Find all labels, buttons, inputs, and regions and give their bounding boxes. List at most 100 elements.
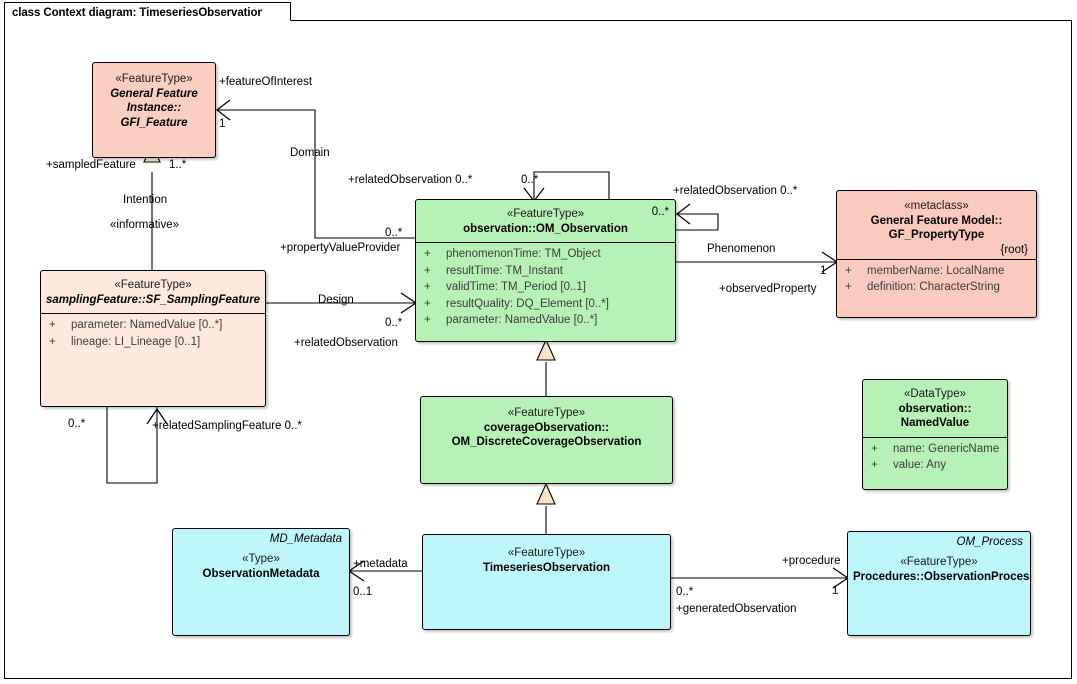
class-namedvalue[interactable]: «DataType» observation:: NamedValue +nam… [862,379,1008,490]
edge-stereotype-informative: «informative» [110,219,180,231]
class-gf-propertytype[interactable]: «metaclass» General Feature Model:: GF_P… [836,190,1037,318]
class-sf-samplingfeature-attributes: + parameter: NamedValue [0..*] +lineage: … [41,313,265,354]
class-gfi-feature[interactable]: «FeatureType» General Feature Instance::… [92,62,216,158]
edge-label-design: Design [318,294,354,306]
class-gf-propertytype-attributes: + memberName: LocalName + definition: Char… [837,258,1036,300]
edge-multiplicity-generatedobservation: 0..* [676,586,694,598]
class-observationprocess-stereotype: «FeatureType» [900,556,978,568]
diagram-frame-title-tab: class Context diagram: TimeseriesObserva… [4,2,292,22]
class-timeseriesobservation-stereotype: «FeatureType» [507,547,586,559]
edge-multiplicity-propertyvalueprovider: 0..* [385,227,403,239]
attribute-visibility: + [871,442,878,455]
attribute-text: value: Any [893,459,947,471]
class-observationprocess[interactable]: OM_Process «FeatureType» Procedures::Obs… [847,531,1031,636]
class-om-discretecoverageobservation-name-line1: coverageObservation:: [483,421,610,434]
edge-label-metadata: +metadata [353,558,408,570]
class-gfi-feature-name-line2: Instance:: [126,102,182,114]
attribute-text: parameter: NamedValue [0..*] [446,314,598,326]
attribute-text: resultTime: TM_Instant [446,264,563,277]
attribute-text: validTime: TM_Period [0..1] [446,281,586,293]
edge-label-phenomenon: Phenomenon [707,243,776,255]
class-timeseriesobservation[interactable]: «FeatureType» TimeseriesObservation [422,534,671,630]
class-om-observation[interactable]: 0..* «FeatureType» observation::OM_Obser… [415,199,676,342]
edge-label-intention: Intention [123,194,168,206]
attribute-row: + resultQuality: DQ_Element [0..*] [416,296,675,313]
attribute-visibility: + [424,281,431,293]
attribute-row: + definition: CharacterString [837,279,1036,296]
attribute-row: + validTime: TM_Period [0..1] [416,279,675,296]
edge-multiplicity-featureofinterest: 1 [219,118,226,130]
class-sf-samplingfeature-name: samplingFeature::SF_SamplingFeature [46,293,261,306]
class-observationprocess-namespace: OM_Process [956,536,1023,548]
attribute-visibility: + [49,319,56,331]
edge-multiplicity-design: 0..* [385,317,403,329]
class-sf-samplingfeature-stereotype: «FeatureType» [114,279,192,291]
edge-label-generatedobservation: +generatedObservation [676,603,797,615]
class-sf-samplingfeature[interactable]: «FeatureType» samplingFeature::SF_Sampli… [40,270,266,407]
edge-label-propertyvalueprovider: +propertyValueProvider [280,242,401,254]
class-om-discretecoverageobservation-name-line2: OM_DiscreteCoverageObservation [451,436,642,448]
class-gf-propertytype-root-tag: {root} [1000,243,1029,256]
class-namedvalue-name-line1: observation:: [898,402,972,415]
attribute-text: phenomenonTime: TM_Object [446,248,601,260]
attribute-visibility: + [424,264,431,277]
class-observationmetadata-name: ObservationMetadata [202,567,320,580]
class-gfi-feature-stereotype: «FeatureType» [115,73,193,85]
attribute-visibility: + [49,335,56,348]
edge-label-sampledfeature: +sampledFeature [46,159,136,171]
class-om-discretecoverageobservation[interactable]: «FeatureType» coverageObservation:: OM_D… [420,396,673,484]
edge-label-relatedobservation-left: +relatedObservation 0..* [348,174,473,186]
edge-label-relatedobservation-right: +relatedObservation 0..* [673,185,798,197]
class-om-observation-name: observation::OM_Observation [463,222,628,235]
edge-label-relatedobservation-design: +relatedObservation [294,337,398,349]
class-observationmetadata-namespace: MD_Metadata [269,533,342,545]
attribute-visibility: + [424,297,431,310]
attribute-text: definition: CharacterString [867,281,1000,293]
attribute-row: + phenomenonTime: TM_Object [416,246,675,263]
attribute-row: + resultTime: TM_Instant [416,263,675,280]
class-om-discretecoverageobservation-stereotype: «FeatureType» [507,407,586,419]
diagram-frame-title-corner [262,2,292,23]
attribute-visibility: + [845,281,852,293]
class-timeseriesobservation-name: TimeseriesObservation [483,561,610,574]
attribute-row: + parameter: NamedValue [0..*] [416,312,675,329]
class-om-observation-stereotype: «FeatureType» [506,208,585,220]
attribute-visibility: + [871,459,878,471]
class-namedvalue-name-line2: NamedValue [900,417,970,429]
edge-multiplicity-samplingself: 0..* [68,418,86,430]
attribute-visibility: + [424,248,431,260]
edge-label-featureofinterest: +featureOfInterest [219,76,313,88]
edge-multiplicity-sampledfeature: 1..* [169,159,187,171]
edge-multiplicity-selfassoc-top: 0..* [521,174,539,186]
edge-label-domain: Domain [290,147,330,159]
edge-label-procedure: +procedure [782,555,841,567]
attribute-text: resultQuality: DQ_Element [0..*] [446,297,609,310]
class-observationprocess-name: Procedures::ObservationProcess [853,570,1031,583]
attribute-text: memberName: LocalName [867,264,1005,277]
edge-multiplicity-observedproperty: 1 [820,265,827,277]
class-gf-propertytype-name-line1: General Feature Model:: [870,214,1003,227]
class-om-observation-corner-multiplicity: 0..* [651,206,669,218]
class-observationmetadata-stereotype: «Type» [242,553,280,565]
attribute-text: parameter: NamedValue [0..*] [71,319,223,331]
attribute-text: name: GenericName [893,442,1000,455]
attribute-row: +lineage: LI_Lineage [0..1] [41,334,265,351]
attribute-row: + parameter: NamedValue [0..*] [41,317,265,334]
edge-multiplicity-metadata: 0..1 [353,586,373,598]
class-gf-propertytype-name-line2: GF_PropertyType [888,229,985,241]
class-gf-propertytype-stereotype: «metaclass» [904,200,969,212]
attribute-visibility: + [845,264,852,277]
edge-label-relatedsamplingfeature: +relatedSamplingFeature 0..* [152,420,302,432]
class-om-observation-attributes: + phenomenonTime: TM_Object + resultTime: … [416,242,675,333]
attribute-row: + value: Any [863,457,1007,474]
edge-multiplicity-procedure: 1 [832,585,839,597]
edge-label-observedproperty: +observedProperty [719,283,817,295]
diagram-frame-border [4,20,1072,679]
class-namedvalue-attributes: + name: GenericName + value: Any [863,436,1007,478]
attribute-row: + name: GenericName [863,441,1007,458]
class-observationmetadata[interactable]: MD_Metadata «Type» ObservationMetadata [172,528,350,636]
attribute-row: + memberName: LocalName [837,263,1036,280]
class-gfi-feature-name-line3: GFI_Feature [120,116,188,129]
attribute-visibility: + [424,314,431,326]
